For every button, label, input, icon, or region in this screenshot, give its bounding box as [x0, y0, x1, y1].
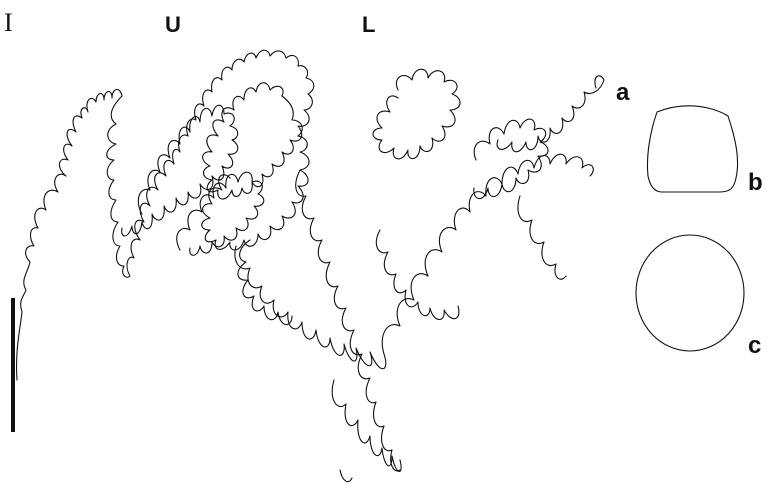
label-umbilical-lobe: U: [165, 12, 181, 37]
suture-branch-lateral-side-1: [237, 239, 293, 326]
scale-bar: [11, 298, 15, 432]
label-lateral-lobe: L: [362, 12, 376, 37]
whorl-section-b: [646, 105, 739, 193]
suture-branch-umbilical-2: [176, 171, 265, 256]
label-figure-c: c: [748, 332, 762, 359]
suture-branch-external-2: [473, 118, 549, 200]
suture-line-external: [381, 75, 605, 355]
suture-branch-lateral-side-2: [375, 229, 460, 321]
label-internal-lobe: I: [4, 8, 13, 37]
label-figure-b: b: [748, 169, 763, 196]
suture-line-lateral: [201, 95, 402, 483]
suture-line-umbilical: [16, 49, 315, 381]
suture-branch-external-3: [517, 195, 567, 280]
suture-branch-umbilical-1: [121, 104, 239, 237]
whorl-section-c: [635, 234, 745, 352]
suture-branch-lateral-main: [295, 169, 401, 472]
suture-branch-external-1: [372, 68, 461, 160]
label-figure-a: a: [616, 79, 630, 106]
